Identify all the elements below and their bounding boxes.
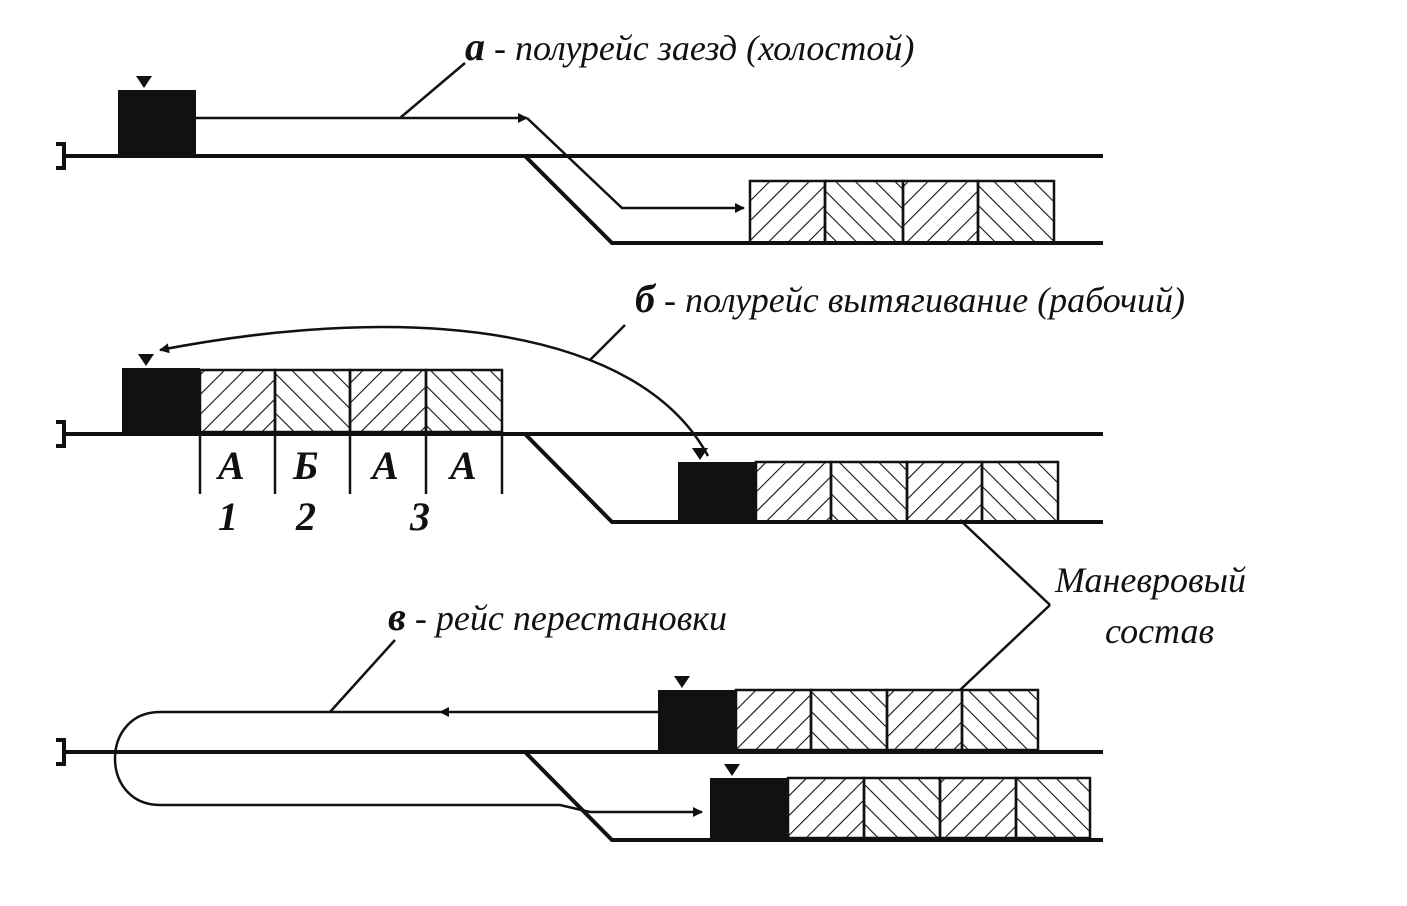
wagon-number: 3: [409, 494, 430, 539]
label-a: а - полурейс заезд (холостой): [465, 24, 914, 69]
wagon-group: [198, 368, 504, 434]
locomotive: [118, 76, 196, 156]
locomotive: [678, 448, 756, 524]
wagon-consist: [754, 460, 1060, 524]
wagon-number: 2: [295, 494, 316, 539]
wagon-number: 1: [218, 494, 238, 539]
consist-label-line2: состав: [1105, 611, 1214, 651]
label-b: б - полурейс вытягивание (рабочий): [635, 276, 1185, 321]
wagon-consist: [734, 688, 1040, 752]
wagon-consist: [748, 179, 1056, 245]
scene-v: [56, 738, 1103, 842]
consist-leader-lines: [959, 519, 1051, 691]
route-line-b: [159, 324, 710, 457]
label-v: в - рейс перестановки: [388, 594, 727, 639]
wagon-dividers: [198, 434, 504, 494]
wagon-letter: А: [447, 443, 477, 488]
consist-label-line1: Маневровый: [1054, 560, 1246, 600]
wagon-letter: А: [369, 443, 399, 488]
route-line-a: [196, 62, 745, 213]
wagon-consist: [786, 776, 1092, 840]
locomotive: [658, 676, 736, 752]
wagon-letter: Б: [292, 443, 318, 488]
wagon-letter: А: [215, 443, 245, 488]
locomotive: [122, 354, 200, 434]
track-branch: [523, 750, 1103, 842]
route-line-v: [113, 639, 703, 817]
locomotive: [710, 764, 788, 840]
